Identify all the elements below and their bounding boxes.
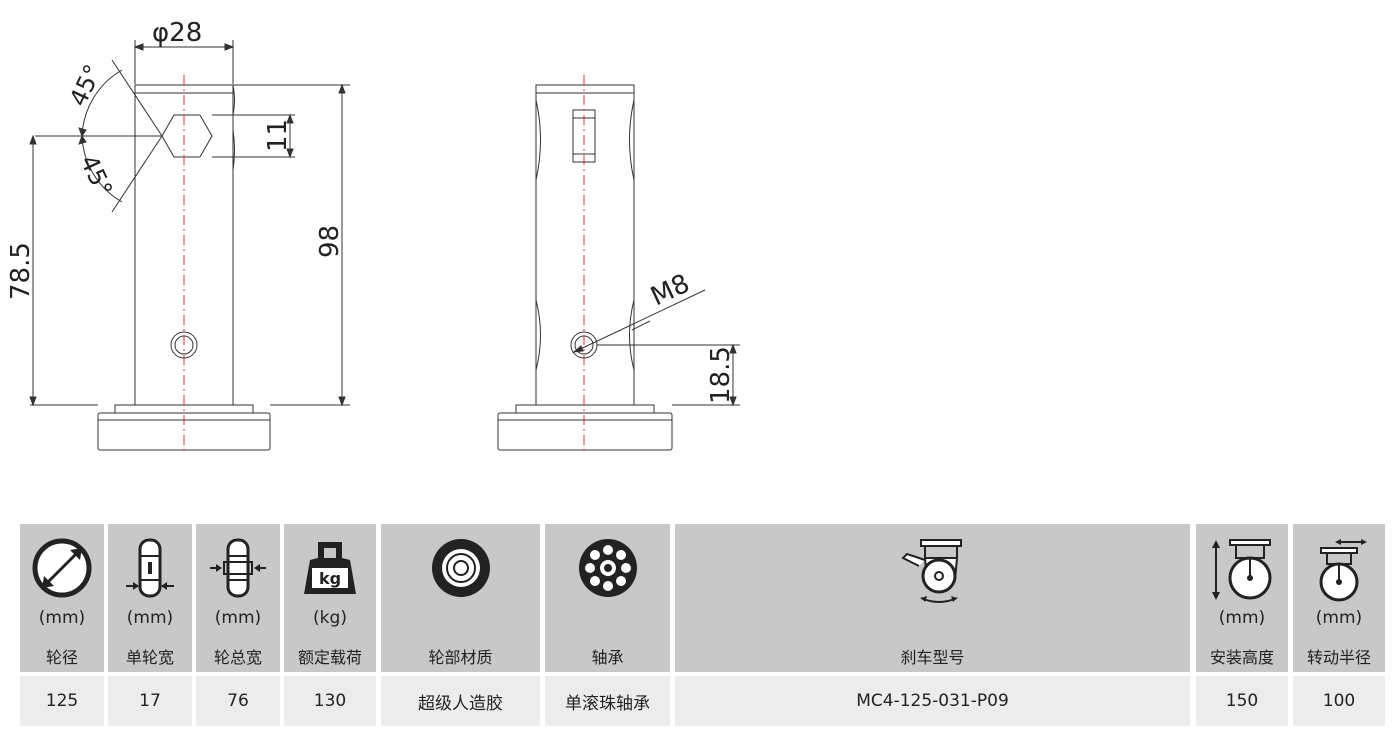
angle-top-label: 45° xyxy=(64,60,107,110)
total-wheel-width-icon xyxy=(210,538,266,598)
spec-label: 轮径 xyxy=(45,648,78,667)
hex-socket xyxy=(161,114,213,158)
wheel-diameter-icon xyxy=(32,538,92,598)
spec-label: 转动半径 xyxy=(1306,648,1371,667)
mount-height-icon xyxy=(1212,539,1272,600)
spec-value-wheel-diameter: 125 xyxy=(20,676,104,726)
single-wheel-width-icon xyxy=(126,538,174,598)
spec-label: 额定载荷 xyxy=(297,648,362,667)
spec-value-material: 超级人造胶 xyxy=(381,676,540,726)
side-tube-body xyxy=(535,84,635,406)
side-base-pad xyxy=(497,412,673,451)
spec-header-brake-model: 刹车型号 xyxy=(675,524,1190,672)
load-icon-text: kg xyxy=(319,569,341,588)
spec-header-bearing: 轴承 xyxy=(545,524,670,672)
thread-label: M8 xyxy=(646,269,694,313)
swivel-radius-icon xyxy=(1319,539,1367,602)
spec-header-wheel-diameter: (mm) 轮径 xyxy=(20,524,104,672)
total-height-label: 98 xyxy=(315,225,345,258)
spec-unit: (mm) xyxy=(38,608,86,628)
spec-label: 安装高度 xyxy=(1209,648,1274,667)
spec-unit: (mm) xyxy=(214,608,262,628)
spec-value-swivel-radius: 100 xyxy=(1293,676,1385,726)
front-view xyxy=(29,40,350,455)
spec-label: 刹车型号 xyxy=(900,648,965,667)
hole-height-label: 78.5 xyxy=(6,242,36,300)
spec-unit: (kg) xyxy=(313,608,347,628)
spec-label: 单轮宽 xyxy=(125,648,174,667)
load-weight-icon: kg xyxy=(304,542,356,594)
spec-value-mount-height: 150 xyxy=(1196,676,1288,726)
diameter-label: φ28 xyxy=(152,18,202,48)
spec-value-single-width: 17 xyxy=(108,676,192,726)
side-base-plate xyxy=(515,404,655,414)
spec-value-brake-model: MC4-125-031-P09 xyxy=(675,676,1190,726)
wheel-material-icon xyxy=(431,539,490,597)
spec-label: 轮部材质 xyxy=(428,648,493,667)
spec-header-material: 轮部材质 xyxy=(381,524,540,672)
bearing-icon xyxy=(578,539,637,597)
spec-header-swivel-radius: (mm) 转动半径 xyxy=(1293,524,1385,672)
spec-value-total-width: 76 xyxy=(196,676,280,726)
spec-header-load: kg (kg) 额定载荷 xyxy=(284,524,376,672)
spec-table: (mm) 轮径 125 (mm) 单轮宽 17 (mm) xyxy=(0,520,1400,744)
spec-unit: (mm) xyxy=(1315,608,1363,628)
spec-label: 轴承 xyxy=(591,648,624,667)
spec-value-load: 130 xyxy=(284,676,376,726)
spec-unit: (mm) xyxy=(1218,608,1266,628)
hex-size-label: 11 xyxy=(263,119,293,152)
spec-unit: (mm) xyxy=(126,608,174,628)
spec-header-total-width: (mm) 轮总宽 xyxy=(196,524,280,672)
technical-drawing: φ28 45° 45° 11 98 78.5 M8 18.5 xyxy=(6,18,740,455)
side-view xyxy=(497,75,740,455)
brake-caster-icon xyxy=(900,539,962,603)
spec-label: 轮总宽 xyxy=(213,648,262,667)
spec-value-bearing: 单滚珠轴承 xyxy=(545,676,670,726)
spec-header-mount-height: (mm) 安装高度 xyxy=(1196,524,1288,672)
spec-header-single-width: (mm) 单轮宽 xyxy=(108,524,192,672)
angle-bottom-label: 45° xyxy=(75,151,118,201)
hole-offset-label: 18.5 xyxy=(706,346,736,404)
